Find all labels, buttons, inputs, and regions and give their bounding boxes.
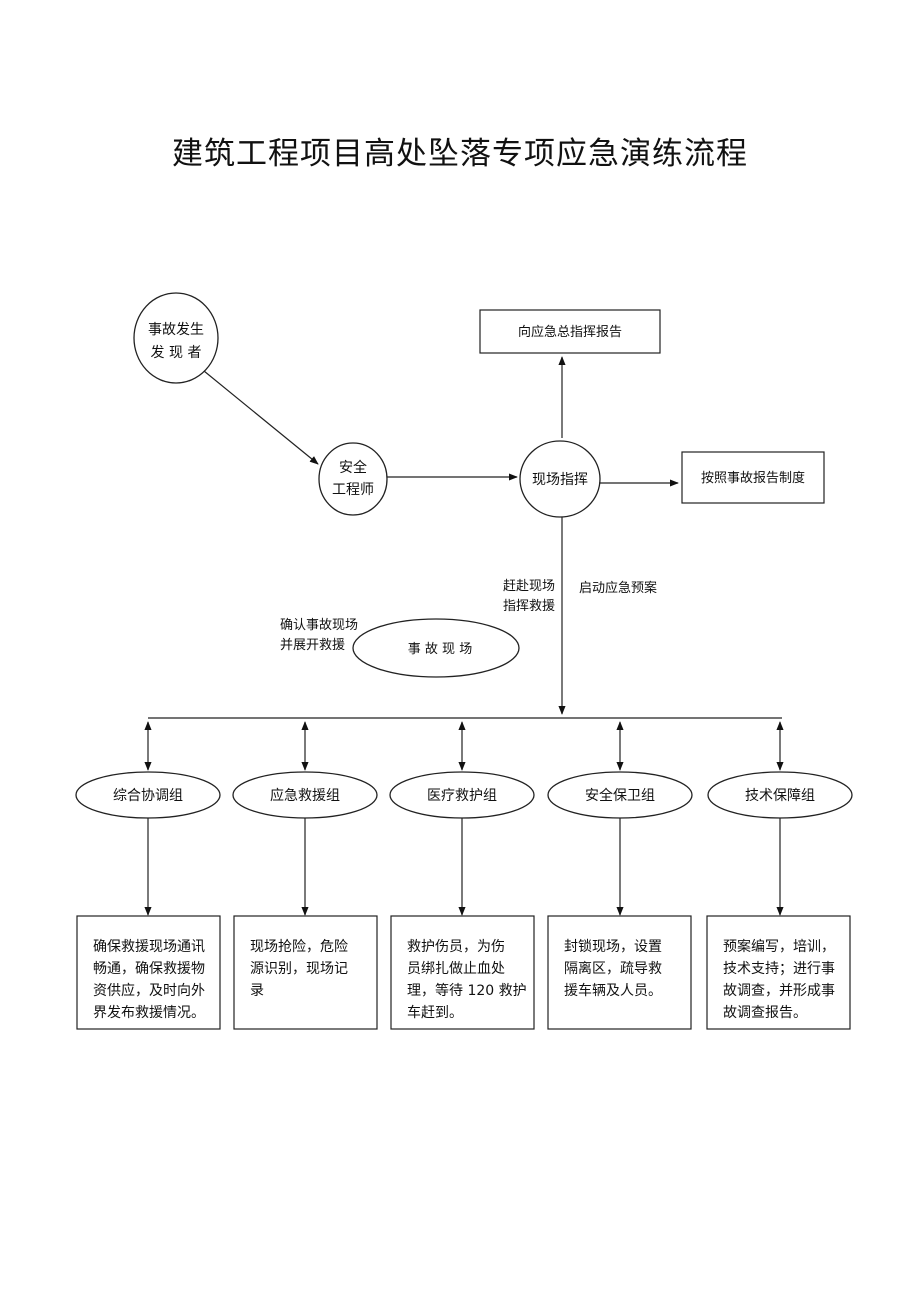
- commander-label: 现场指挥: [532, 472, 588, 488]
- discoverer-line-1: 事故发生: [148, 322, 204, 338]
- group-duty-line: 源识别，现场记: [250, 961, 348, 977]
- group-duty-line: 车赶到。: [407, 1004, 463, 1021]
- group-name: 应急救援组: [270, 787, 340, 804]
- group-duty-box: [547, 915, 692, 1030]
- group-duty-line: 封锁现场，设置: [564, 939, 662, 955]
- accident-site-node: 事 故 现 场: [352, 618, 520, 678]
- group-duty-line: 援车辆及人员。: [564, 982, 662, 999]
- group-duty-line: 员绑扎做止血处: [407, 961, 505, 977]
- arrow-discoverer-to-engineer: [203, 370, 319, 465]
- rush-to-site-line-1: 赶赴现场: [503, 579, 555, 594]
- group-duty-line: 故调查报告。: [723, 1005, 807, 1021]
- safety-engineer-node: 安全 工程师: [318, 442, 388, 516]
- engineer-line-1: 安全: [339, 459, 367, 476]
- report-emergency-box: 向应急总指挥报告: [479, 309, 661, 354]
- group-duty-line: 确保救援现场通讯: [93, 939, 205, 955]
- group-duty-line: 理，等待 120 救护: [407, 982, 527, 999]
- rush-to-site-line-2: 指挥救援: [503, 598, 555, 614]
- confirm-site-line-2: 并展开救援: [280, 637, 345, 653]
- start-plan-label: 启动应急预案: [579, 580, 657, 596]
- groups-layer: 综合协调组确保救援现场通讯畅通，确保救援物资供应，及时向外界发布救援情况。应急救…: [75, 721, 853, 1030]
- group-duty-line: 现场抢险，危险: [250, 938, 348, 955]
- report-system-label: 按照事故报告制度: [701, 470, 805, 486]
- group-duty-box: [390, 915, 535, 1030]
- group-duty-line: 界发布救援情况。: [93, 1005, 205, 1021]
- group-name: 技术保障组: [745, 788, 815, 804]
- group-duty-line: 预案编写，培训，: [723, 938, 835, 955]
- site-commander-node: 现场指挥: [519, 440, 601, 518]
- confirm-site-line-1: 确认事故现场: [280, 618, 358, 633]
- group-duty-line: 故调查，并形成事: [723, 983, 835, 999]
- discoverer-line-2: 发 现 者: [151, 345, 202, 361]
- engineer-line-2: 工程师: [332, 482, 374, 498]
- group-duty-line: 隔离区，疏导救: [564, 960, 662, 977]
- group-duty-line: 技术支持；进行事: [723, 961, 835, 977]
- group-name: 综合协调组: [113, 788, 183, 804]
- group-name: 医疗救护组: [427, 788, 497, 804]
- page-title: 建筑工程项目高处坠落专项应急演练流程: [172, 136, 748, 172]
- group-duty-line: 资供应，及时向外: [93, 982, 205, 999]
- group-duty-line: 救护伤员，为伤: [407, 939, 505, 955]
- group-duty-box: [706, 915, 851, 1030]
- group-name: 安全保卫组: [585, 787, 655, 804]
- group-duty-box: [233, 915, 378, 1030]
- report-emergency-label: 向应急总指挥报告: [518, 324, 622, 340]
- group-duty-line: 畅通，确保救援物: [93, 961, 205, 977]
- accident-site-label: 事 故 现 场: [408, 642, 472, 657]
- discoverer-node: 事故发生 发 现 者: [133, 292, 219, 384]
- group-duty-line: 录: [250, 983, 264, 999]
- report-system-box: 按照事故报告制度: [681, 451, 825, 504]
- group-duty-box: [76, 915, 221, 1030]
